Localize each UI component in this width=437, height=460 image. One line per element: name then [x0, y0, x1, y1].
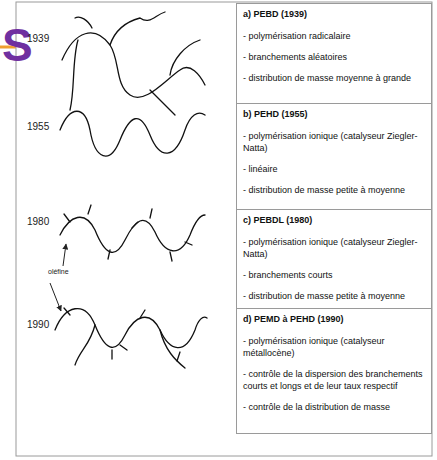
bullet-item: - contrôle de la distribution de masse	[243, 401, 425, 413]
bullet-item: - distribution de masse petite à moyenne	[243, 184, 425, 196]
pebdl-chain	[60, 205, 205, 261]
box-heading: a) PEBD (1939)	[243, 8, 425, 20]
bullet-item: - polymérisation ionique (catalyseur Zie…	[243, 130, 425, 154]
bullet-item: - distribution de masse moyenne à grande	[243, 72, 425, 84]
box-heading: d) PEMD à PEHD (1990)	[243, 313, 425, 325]
bullet-item: - branchements courts	[243, 269, 425, 281]
olefin-arrow	[50, 283, 61, 311]
year-label: 1980	[27, 216, 49, 228]
year-label: 1990	[27, 319, 49, 331]
olefin-arrow	[63, 244, 66, 266]
pebd-chain	[62, 12, 205, 115]
figure-frame	[16, 2, 432, 456]
year-label: 1955	[27, 121, 49, 133]
bullet-item: - polymérisation ionique (catalyseur Zie…	[243, 236, 425, 260]
pemd-chain	[55, 308, 207, 368]
bullet-item: - branchements aléatoires	[243, 51, 425, 63]
property-box: a) PEBD (1939) - polymérisation radicalai…	[236, 3, 432, 104]
title-letter: S	[2, 20, 33, 70]
bullet-item: - polymérisation radicalaire	[243, 30, 425, 42]
property-box: d) PEMD à PEHD (1990) - polymérisation io…	[236, 308, 432, 434]
bullet-item: - polymérisation ionique (catalyseur mét…	[243, 335, 425, 359]
year-label: 1939	[27, 33, 49, 45]
box-heading: b) PEHD (1955)	[243, 108, 425, 120]
box-heading: c) PEBDL (1980)	[243, 214, 425, 226]
bullet-item: - contrôle de la dispersion des branchem…	[243, 368, 425, 392]
bullet-item: - distribution de masse petite à moyenne	[243, 290, 425, 302]
property-box: b) PEHD (1955) - polymérisation ionique (…	[236, 103, 432, 210]
property-box: c) PEBDL (1980) - polymérisation ionique …	[236, 209, 432, 309]
pehd-chain	[60, 111, 205, 156]
bullet-item: - linéaire	[243, 163, 425, 175]
annotation: oléfine	[47, 268, 70, 276]
